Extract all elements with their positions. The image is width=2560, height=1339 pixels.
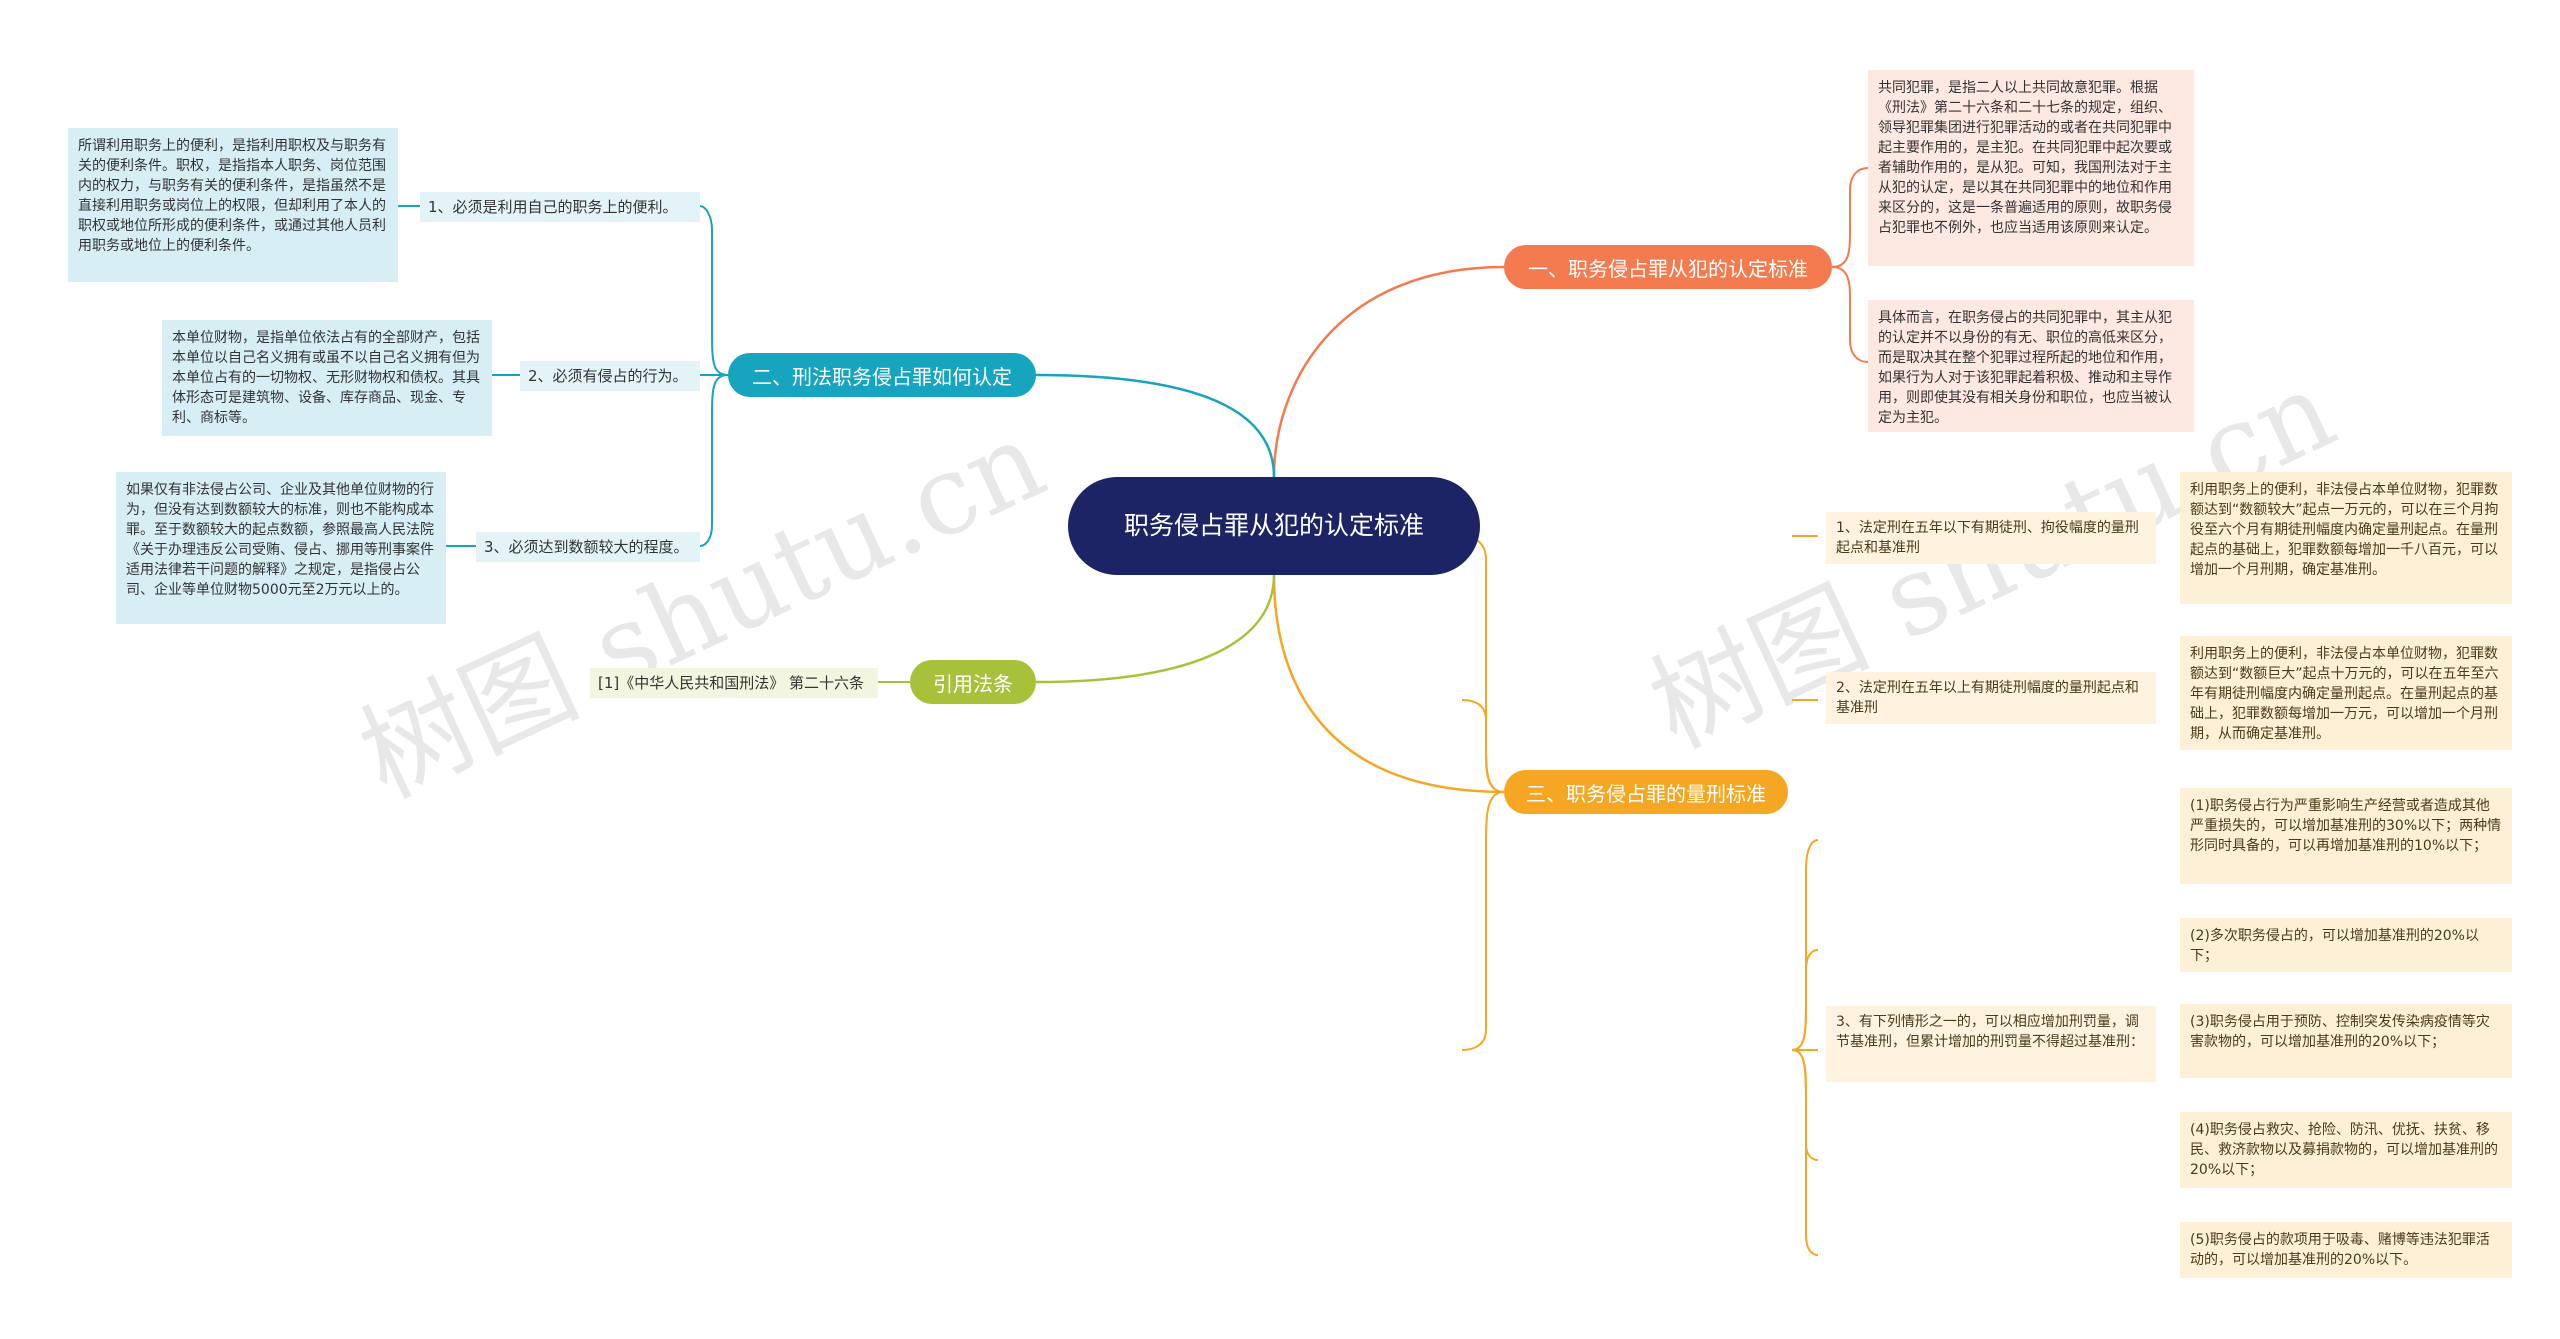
link-b3-s3-d5 xyxy=(1791,1049,1819,1256)
item-aggravating-circumstances[interactable]: 3、有下列情形之一的，可以相应增加刑罚量，调节基准刑，但累计增加的刑罚量不得超过… xyxy=(1826,1006,2156,1082)
detail-text: 利用职务上的便利，非法侵占本单位财物，犯罪数额达到“数额较大”起点一万元的，可以… xyxy=(2190,482,2499,578)
branch-how-to-identify[interactable]: 二、刑法职务侵占罪如何认定 xyxy=(728,353,1036,397)
item-label: 1、法定刑在五年以下有期徒刑、拘役幅度的量刑起点和基准刑 xyxy=(1836,520,2139,556)
detail-aggravating-3[interactable]: (3)职务侵占用于预防、控制突发传染病疫情等灾害款物的，可以增加基准刑的20%以… xyxy=(2180,1004,2512,1078)
detail-text: 利用职务上的便利，非法侵占本单位财物，犯罪数额达到“数额巨大”起点十万元的，可以… xyxy=(2190,646,2499,742)
detail-text: (5)职务侵占的款项用于吸毒、赌博等违法犯罪活动的，可以增加基准刑的20%以下。 xyxy=(2190,1232,2490,1268)
link-b2-s3 xyxy=(699,374,729,547)
item-criminal-law-article-26[interactable]: [1]《中华人民共和国刑法》 第二十六条 xyxy=(590,668,878,698)
item-over-five-years[interactable]: 2、法定刑在五年以上有期徒刑幅度的量刑起点和基准刑 xyxy=(1826,672,2156,724)
leaf-text: 共同犯罪，是指二人以上共同故意犯罪。根据《刑法》第二十六条和二十七条的规定，组织… xyxy=(1878,80,2172,236)
detail-use-of-position[interactable]: 所谓利用职务上的便利，是指利用职权及与职务有关的便利条件。职权，是指指本人职务、… xyxy=(68,128,398,282)
link-b1-bracket xyxy=(1831,167,1869,268)
detail-large-amount[interactable]: 如果仅有非法侵占公司、企业及其他单位财物的行为，但没有达到数额较大的标准，则也不… xyxy=(116,472,446,624)
item-label: 3、必须达到数额较大的程度。 xyxy=(484,538,689,556)
item-embezzlement-act[interactable]: 2、必须有侵占的行为。 xyxy=(520,361,700,391)
item-label: 3、有下列情形之一的，可以相应增加刑罚量，调节基准刑，但累计增加的刑罚量不得超过… xyxy=(1836,1014,2144,1050)
item-label: 1、必须是利用自己的职务上的便利。 xyxy=(428,198,678,216)
link-root-b4 xyxy=(1035,574,1276,684)
item-under-five-years[interactable]: 1、法定刑在五年以下有期徒刑、拘役幅度的量刑起点和基准刑 xyxy=(1826,512,2156,564)
link-b3-s2 xyxy=(1461,699,1505,793)
detail-text: (4)职务侵占救灾、抢险、防汛、优抚、扶贫、移民、救济款物以及募捐款物的，可以增… xyxy=(2190,1122,2498,1178)
link-root-b1 xyxy=(1272,265,1505,478)
leaf-text: 具体而言，在职务侵占的共同犯罪中，其主从犯的认定并不以身份的有无、职位的高低来区… xyxy=(1878,310,2172,426)
item-label: 2、必须有侵占的行为。 xyxy=(528,367,688,385)
root-topic[interactable]: 职务侵占罪从犯的认定标准 xyxy=(1068,477,1480,575)
detail-embezzlement-act[interactable]: 本单位财物，是指单位依法占有的全部财产，包括本单位以自己名义拥有或虽不以自己名义… xyxy=(162,320,492,436)
detail-text: 本单位财物，是指单位依法占有的全部财产，包括本单位以自己名义拥有或虽不以自己名义… xyxy=(172,330,480,426)
root-title: 职务侵占罪从犯的认定标准 xyxy=(1123,511,1424,540)
link-root-b2 xyxy=(1035,373,1276,478)
detail-text: (1)职务侵占行为严重影响生产经营或者造成其他严重损失的，可以增加基准刑的30%… xyxy=(2190,798,2502,854)
detail-under-five-years[interactable]: 利用职务上的便利，非法侵占本单位财物，犯罪数额达到“数额较大”起点一万元的，可以… xyxy=(2180,472,2512,604)
link-b3-s1 xyxy=(1461,535,1505,793)
detail-text: (2)多次职务侵占的，可以增加基准刑的20%以下； xyxy=(2190,928,2479,964)
detail-over-five-years[interactable]: 利用职务上的便利，非法侵占本单位财物，犯罪数额达到“数额巨大”起点十万元的，可以… xyxy=(2180,636,2512,750)
detail-aggravating-1[interactable]: (1)职务侵占行为严重影响生产经营或者造成其他严重损失的，可以增加基准刑的30%… xyxy=(2180,788,2512,884)
detail-text: 所谓利用职务上的便利，是指利用职权及与职务有关的便利条件。职权，是指指本人职务、… xyxy=(78,138,386,254)
link-b3-s3-d2 xyxy=(1791,949,1819,1051)
branch-label: 引用法条 xyxy=(933,671,1013,696)
link-b2-s1 xyxy=(699,205,729,376)
detail-text: 如果仅有非法侵占公司、企业及其他单位财物的行为，但没有达到数额较大的标准，则也不… xyxy=(126,482,434,598)
item-use-of-position[interactable]: 1、必须是利用自己的职务上的便利。 xyxy=(420,192,700,222)
branch-label: 三、职务侵占罪的量刑标准 xyxy=(1526,781,1766,806)
item-label: 2、法定刑在五年以上有期徒刑幅度的量刑起点和基准刑 xyxy=(1836,680,2139,716)
item-label: [1]《中华人民共和国刑法》 第二十六条 xyxy=(598,674,865,692)
leaf-specific-recognition[interactable]: 具体而言，在职务侵占的共同犯罪中，其主从犯的认定并不以身份的有无、职位的高低来区… xyxy=(1868,300,2194,432)
branch-recognition-standard[interactable]: 一、职务侵占罪从犯的认定标准 xyxy=(1504,245,1832,289)
branch-cited-law[interactable]: 引用法条 xyxy=(910,660,1036,704)
link-b1-bracket-2 xyxy=(1831,266,1869,363)
detail-aggravating-2[interactable]: (2)多次职务侵占的，可以增加基准刑的20%以下； xyxy=(2180,918,2512,972)
detail-aggravating-4[interactable]: (4)职务侵占救灾、抢险、防汛、优抚、扶贫、移民、救济款物以及募捐款物的，可以增… xyxy=(2180,1112,2512,1188)
item-large-amount[interactable]: 3、必须达到数额较大的程度。 xyxy=(476,532,700,562)
link-root-b3 xyxy=(1272,574,1505,794)
branch-label: 一、职务侵占罪从犯的认定标准 xyxy=(1528,256,1808,281)
link-b3-s3 xyxy=(1461,791,1505,1051)
branch-sentencing-standard[interactable]: 三、职务侵占罪的量刑标准 xyxy=(1504,770,1788,814)
leaf-joint-crime[interactable]: 共同犯罪，是指二人以上共同故意犯罪。根据《刑法》第二十六条和二十七条的规定，组织… xyxy=(1868,70,2194,266)
detail-aggravating-5[interactable]: (5)职务侵占的款项用于吸毒、赌博等违法犯罪活动的，可以增加基准刑的20%以下。 xyxy=(2180,1222,2512,1278)
branch-label: 二、刑法职务侵占罪如何认定 xyxy=(752,364,1012,389)
detail-text: (3)职务侵占用于预防、控制突发传染病疫情等灾害款物的，可以增加基准刑的20%以… xyxy=(2190,1014,2490,1050)
